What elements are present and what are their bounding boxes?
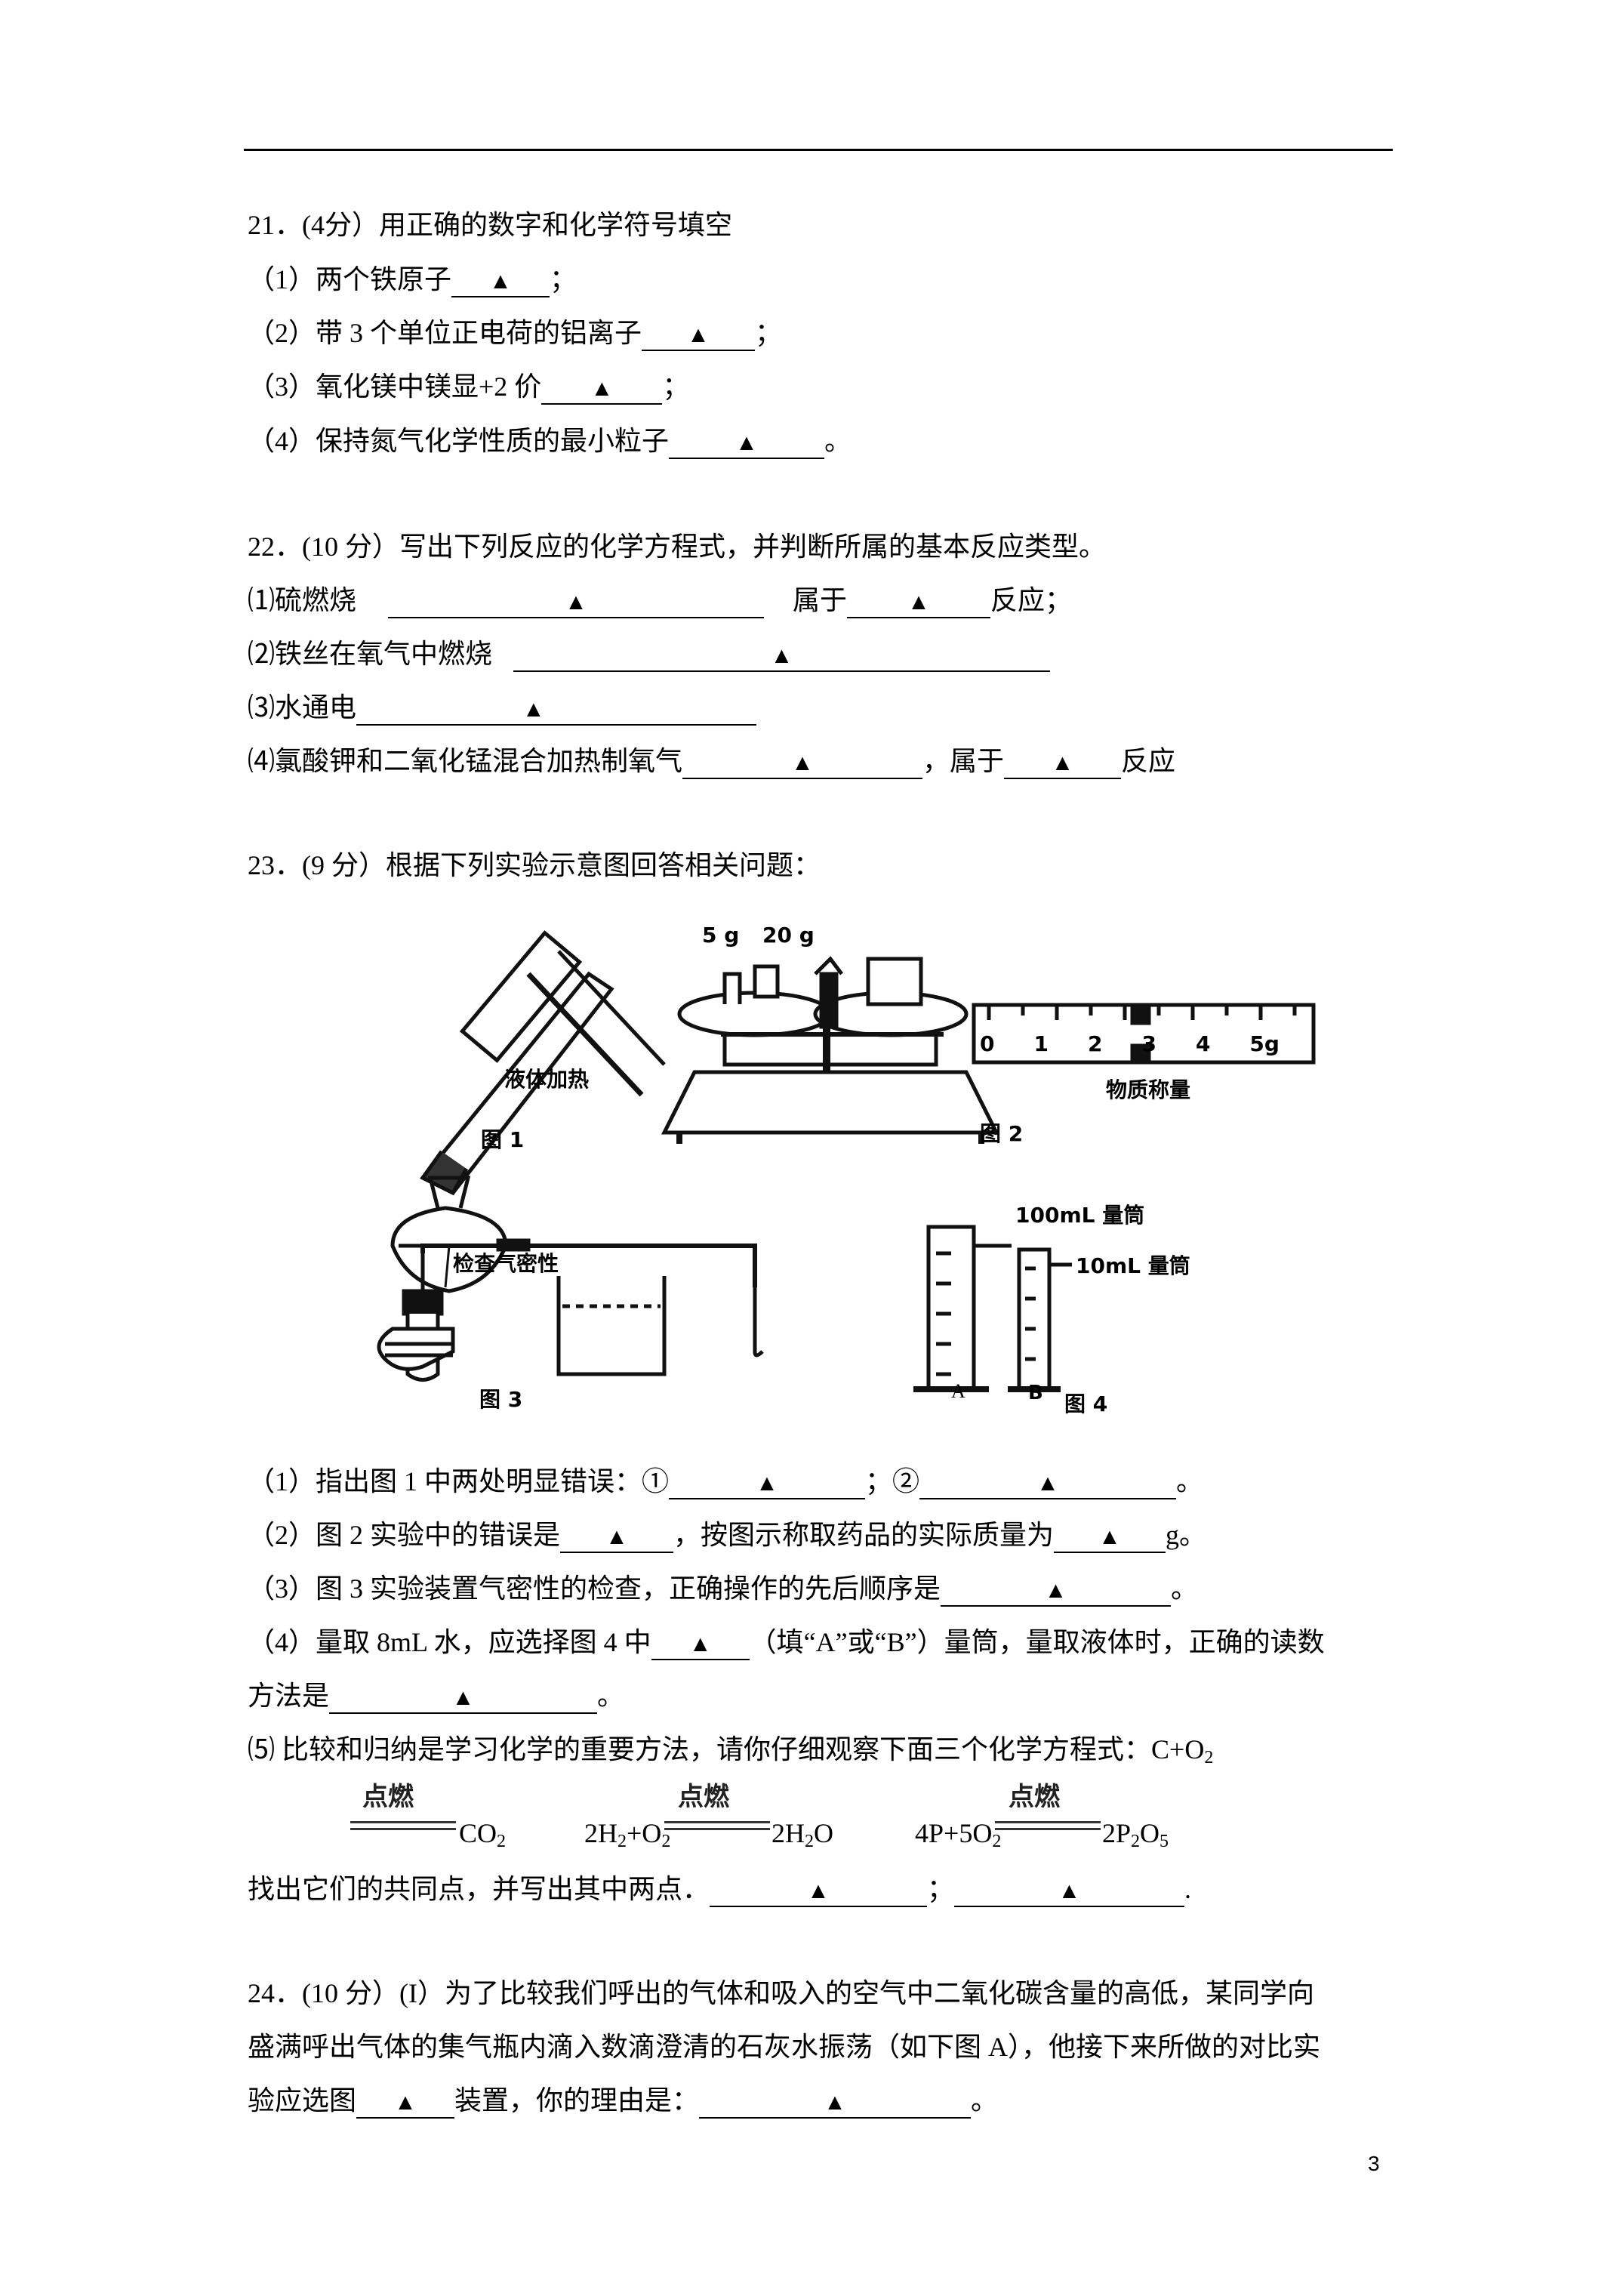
answer-blank[interactable]: ▲: [356, 693, 757, 726]
answer-blank[interactable]: ▲: [356, 2086, 455, 2119]
fig4-label-b: 10mL 量筒: [1076, 1253, 1190, 1278]
fig2-balance-icon: [661, 956, 1000, 1144]
answer-blank[interactable]: ▲: [451, 265, 550, 297]
answer-blank[interactable]: ▲: [682, 747, 923, 779]
answer-blank[interactable]: ▲: [1054, 1521, 1166, 1553]
q21-title: 21．(4分）用正确的数字和化学符号填空: [248, 210, 732, 240]
fig2-label: 物质称量: [1106, 1077, 1191, 1102]
answer-blank[interactable]: ▲: [513, 639, 1051, 672]
answer-blank[interactable]: ▲: [941, 1574, 1172, 1607]
answer-blank[interactable]: ▲: [541, 372, 663, 405]
fig3-caption: 图 3: [479, 1387, 523, 1412]
eq3-reactants: 4P+5O2: [915, 1818, 1002, 1851]
q21-item-3: （3）氧化镁中镁显+2 价▲；: [248, 370, 689, 405]
fig4-label-a: 100mL 量筒: [1015, 1203, 1145, 1228]
q21-item-4: （4）保持氮气化学性质的最小粒子▲。: [248, 424, 852, 459]
answer-blank[interactable]: ▲: [669, 1467, 866, 1499]
q23-q4b: 方法是▲。: [248, 1679, 624, 1714]
fig2-weight-20g: 20 g: [762, 923, 815, 948]
header-rule: [244, 149, 1393, 151]
q23-q3: （3）图 3 实验装置气密性的检查，正确操作的先后顺序是▲。: [248, 1572, 1198, 1607]
eq2-condition: 点燃: [678, 1783, 729, 1811]
eq1-condition: 点燃: [362, 1783, 414, 1811]
fig4-a: A: [951, 1380, 965, 1402]
fig2-caption: 图 2: [980, 1121, 1024, 1146]
q22-item-3: ⑶水通电▲: [248, 691, 757, 726]
eq2-reactants: 2H2+O2: [584, 1818, 671, 1851]
answer-blank[interactable]: ▲: [699, 2086, 972, 2119]
answer-blank[interactable]: ▲: [669, 427, 825, 459]
q23-q4: （4）量取 8mL 水，应选择图 4 中▲（填“A”或“B”）量筒，量取液体时，…: [248, 1626, 1325, 1660]
fig2-weight-5g: 5 g: [702, 923, 740, 948]
fig3-airtightness-icon: [377, 1238, 764, 1382]
q23-title: 23．(9 分）根据下列实验示意图回答相关问题：: [248, 850, 821, 880]
answer-blank[interactable]: ▲: [954, 1875, 1185, 1907]
answer-blank[interactable]: ▲: [642, 319, 756, 351]
fig4-b: B: [1028, 1382, 1043, 1404]
fig1-label: 液体加热: [504, 1067, 590, 1092]
answer-blank[interactable]: ▲: [329, 1681, 598, 1714]
eq2-product: 2H2O: [771, 1818, 833, 1851]
eq1-product: CO2: [459, 1818, 507, 1851]
fig3-label: 检查气密性: [453, 1251, 559, 1276]
fig2-scale-ticks: 0 1 2 3 4 5g: [980, 1031, 1280, 1056]
q22-title: 22．(10 分）写出下列反应的化学方程式，并判断所属的基本反应类型。: [248, 532, 1106, 562]
q24-line-1: 24．(10 分）(I）为了比较我们呼出的气体和吸入的空气中二氧化碳含量的高低，…: [248, 1978, 1314, 2008]
q24-line-3: 验应选图▲装置，你的理由是：▲。: [248, 2084, 998, 2119]
eq3-condition: 点燃: [1009, 1783, 1060, 1811]
q22-item-4: ⑷氯酸钾和二氧化锰混合加热制氧气▲，属于▲反应: [248, 744, 1175, 779]
answer-blank[interactable]: ▲: [847, 586, 991, 618]
q23-q5b: 找出它们的共同点，并写出其中两点．▲；▲.: [248, 1872, 1191, 1907]
answer-blank[interactable]: ▲: [710, 1875, 928, 1907]
q22-item-2: ⑵铁丝在氧气中燃烧▲: [248, 637, 1051, 672]
answer-blank[interactable]: ▲: [388, 586, 765, 618]
fig1-caption: 图 1: [481, 1127, 525, 1152]
q21-item-1: （1）两个铁原子▲；: [248, 263, 577, 297]
eq3-product: 2P2O5: [1102, 1818, 1169, 1851]
q23-q1: （1）指出图 1 中两处明显错误：①▲；②▲。: [248, 1465, 1203, 1499]
q23-q2: （2）图 2 实验中的错误是▲，按图示称取药品的实际质量为▲g。: [248, 1518, 1206, 1553]
q23-q5: ⑸ 比较和归纳是学习化学的重要方法，请你仔细观察下面三个化学方程式：C+O2: [248, 1734, 1214, 1767]
fig4-cylinder-b-icon: [1008, 1247, 1072, 1392]
fig4-cylinder-a-icon: [913, 1225, 1012, 1392]
answer-blank[interactable]: ▲: [1004, 747, 1122, 779]
q21-item-2: （2）带 3 个单位正电荷的铝离子▲；: [248, 316, 782, 351]
page-number: 3: [1368, 2152, 1380, 2175]
answer-blank[interactable]: ▲: [560, 1521, 674, 1553]
answer-blank[interactable]: ▲: [919, 1467, 1177, 1499]
q22-item-1: ⑴硫燃烧▲属于▲反应；: [248, 584, 1072, 618]
answer-blank[interactable]: ▲: [651, 1628, 750, 1660]
fig4-caption: 图 4: [1064, 1391, 1108, 1416]
q24-line-2: 盛满呼出气体的集气瓶内滴入数滴澄清的石灰水振荡（如下图 A），他接下来所做的对比…: [248, 2032, 1320, 2062]
